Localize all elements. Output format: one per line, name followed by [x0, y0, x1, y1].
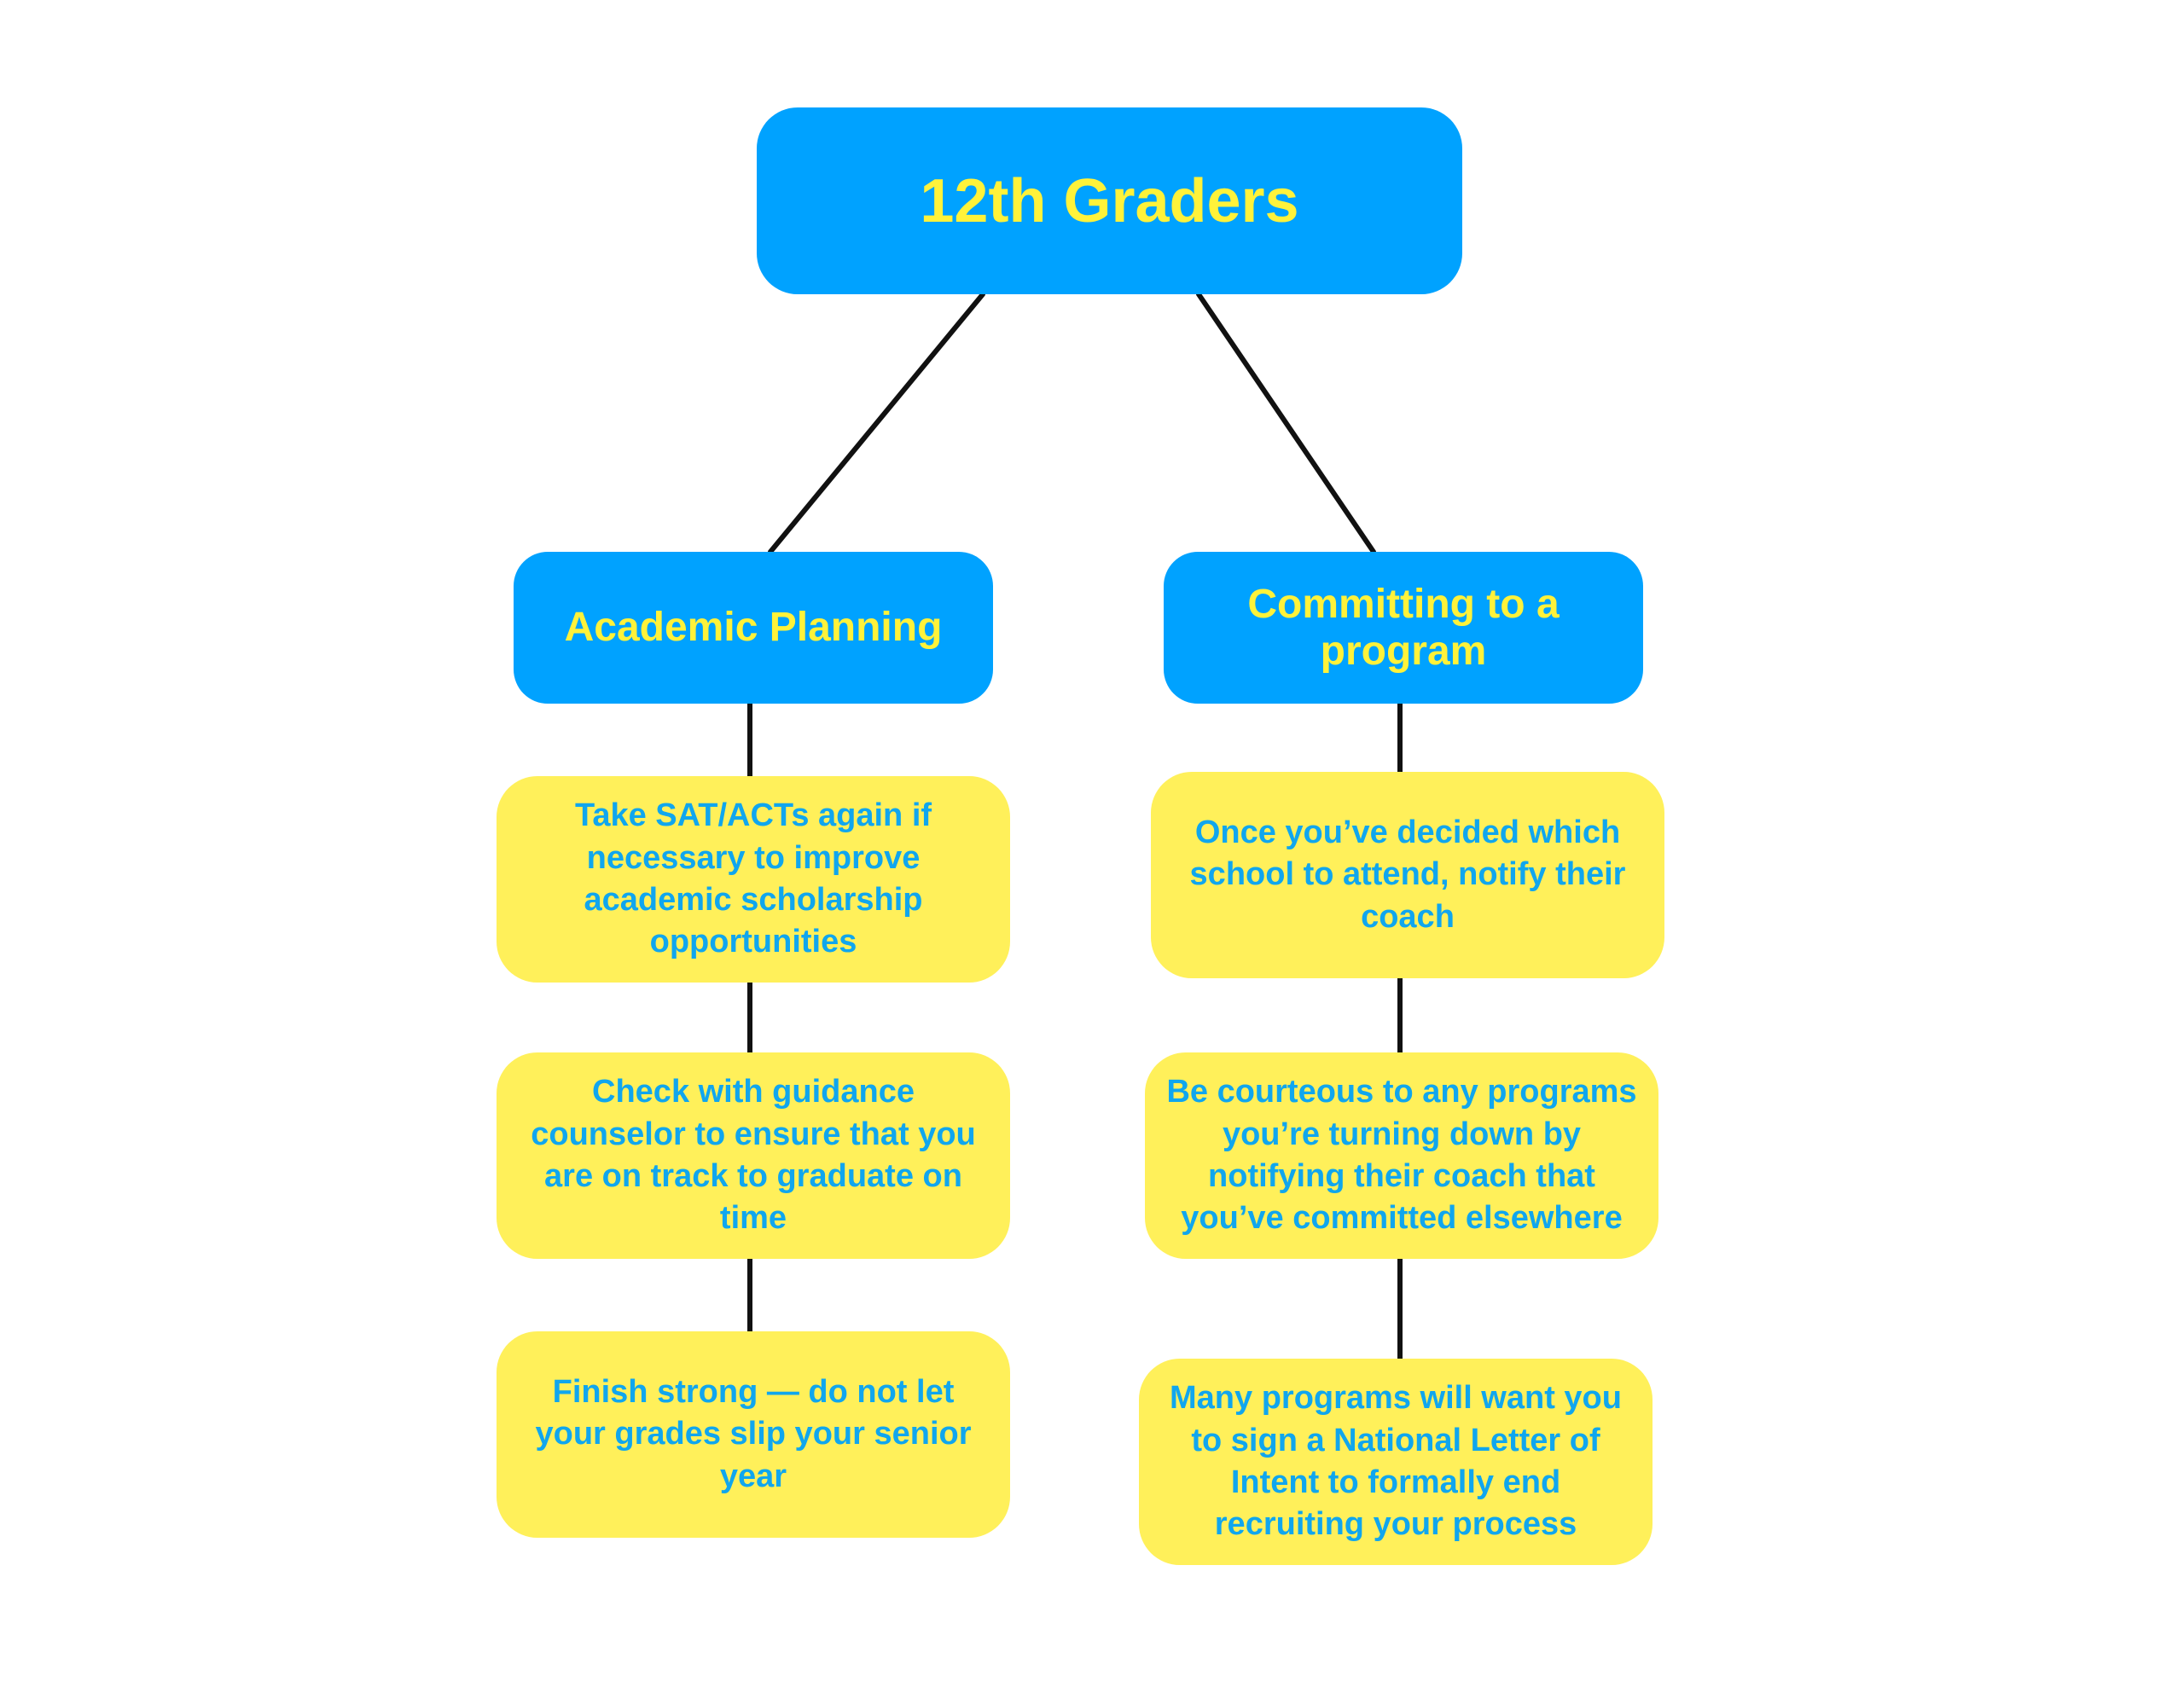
branch-node-committing-to-a-program: Committing to a program [1164, 552, 1643, 704]
connector-root-to-left [768, 292, 985, 554]
step-node-text: Once you’ve decided which school to atte… [1189, 814, 1626, 935]
step-node-text: Be courteous to any programs you’re turn… [1166, 1074, 1637, 1237]
branch-node-label: Committing to a program [1247, 581, 1560, 674]
step-node-text: Check with guidance counselor to ensure … [531, 1074, 976, 1237]
step-node-national-letter-of-intent: Many programs will want you to sign a Na… [1139, 1359, 1653, 1565]
branch-node-label: Academic Planning [564, 605, 943, 651]
connector-root-to-right [1196, 292, 1376, 554]
step-node-finish-strong: Finish strong — do not let your grades s… [497, 1331, 1010, 1538]
step-node-take-sat-act: Take SAT/ACTs again if necessary to impr… [497, 776, 1010, 983]
step-node-text: Many programs will want you to sign a Na… [1170, 1380, 1622, 1543]
step-node-text: Take SAT/ACTs again if necessary to impr… [574, 797, 932, 960]
step-node-text: Finish strong — do not let your grades s… [535, 1373, 972, 1494]
branch-node-academic-planning: Academic Planning [514, 552, 993, 704]
root-node-label: 12th Graders [920, 166, 1299, 235]
step-node-be-courteous: Be courteous to any programs you’re turn… [1145, 1052, 1658, 1259]
root-node-12th-graders: 12th Graders [757, 107, 1462, 294]
step-node-notify-coach: Once you’ve decided which school to atte… [1151, 772, 1664, 978]
step-node-check-guidance-counselor: Check with guidance counselor to ensure … [497, 1052, 1010, 1259]
